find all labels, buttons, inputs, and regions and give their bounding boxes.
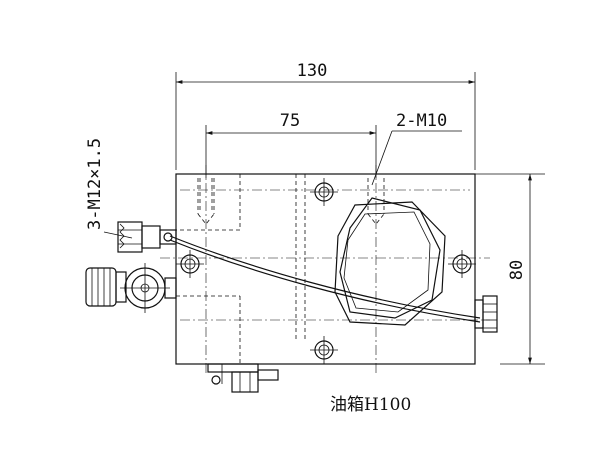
mounting-hole-right — [448, 250, 476, 278]
dimension-75-label: 75 — [280, 111, 300, 131]
callout-3-m12: 3-M12×1.5 — [85, 138, 133, 239]
threaded-hole-left — [197, 178, 215, 225]
adjusting-knob — [85, 263, 177, 313]
dimension-height: 80 — [475, 173, 545, 365]
mounting-hole-left — [176, 250, 204, 278]
dimension-80-label: 80 — [507, 260, 527, 280]
callout-2-m10: 2-M10 — [371, 111, 462, 186]
pump-flange-octagon — [334, 197, 446, 326]
thread-top-label: 2-M10 — [396, 111, 447, 131]
mounting-hole-bottom — [310, 336, 338, 364]
threaded-hole-right — [367, 178, 385, 225]
fitting-right — [474, 295, 498, 333]
manifold-block — [160, 165, 490, 375]
internal-passages — [176, 174, 306, 364]
thread-side-label: 3-M12×1.5 — [85, 138, 105, 230]
connecting-pipe — [169, 235, 481, 323]
dimension-130-label: 130 — [297, 61, 328, 81]
tank-label: 油箱H100 — [330, 395, 411, 415]
dimension-overall-width: 130 — [175, 61, 476, 170]
dimension-hole-spacing: 75 — [205, 111, 377, 178]
drain-plug — [207, 363, 279, 393]
mounting-hole-top — [310, 178, 338, 206]
